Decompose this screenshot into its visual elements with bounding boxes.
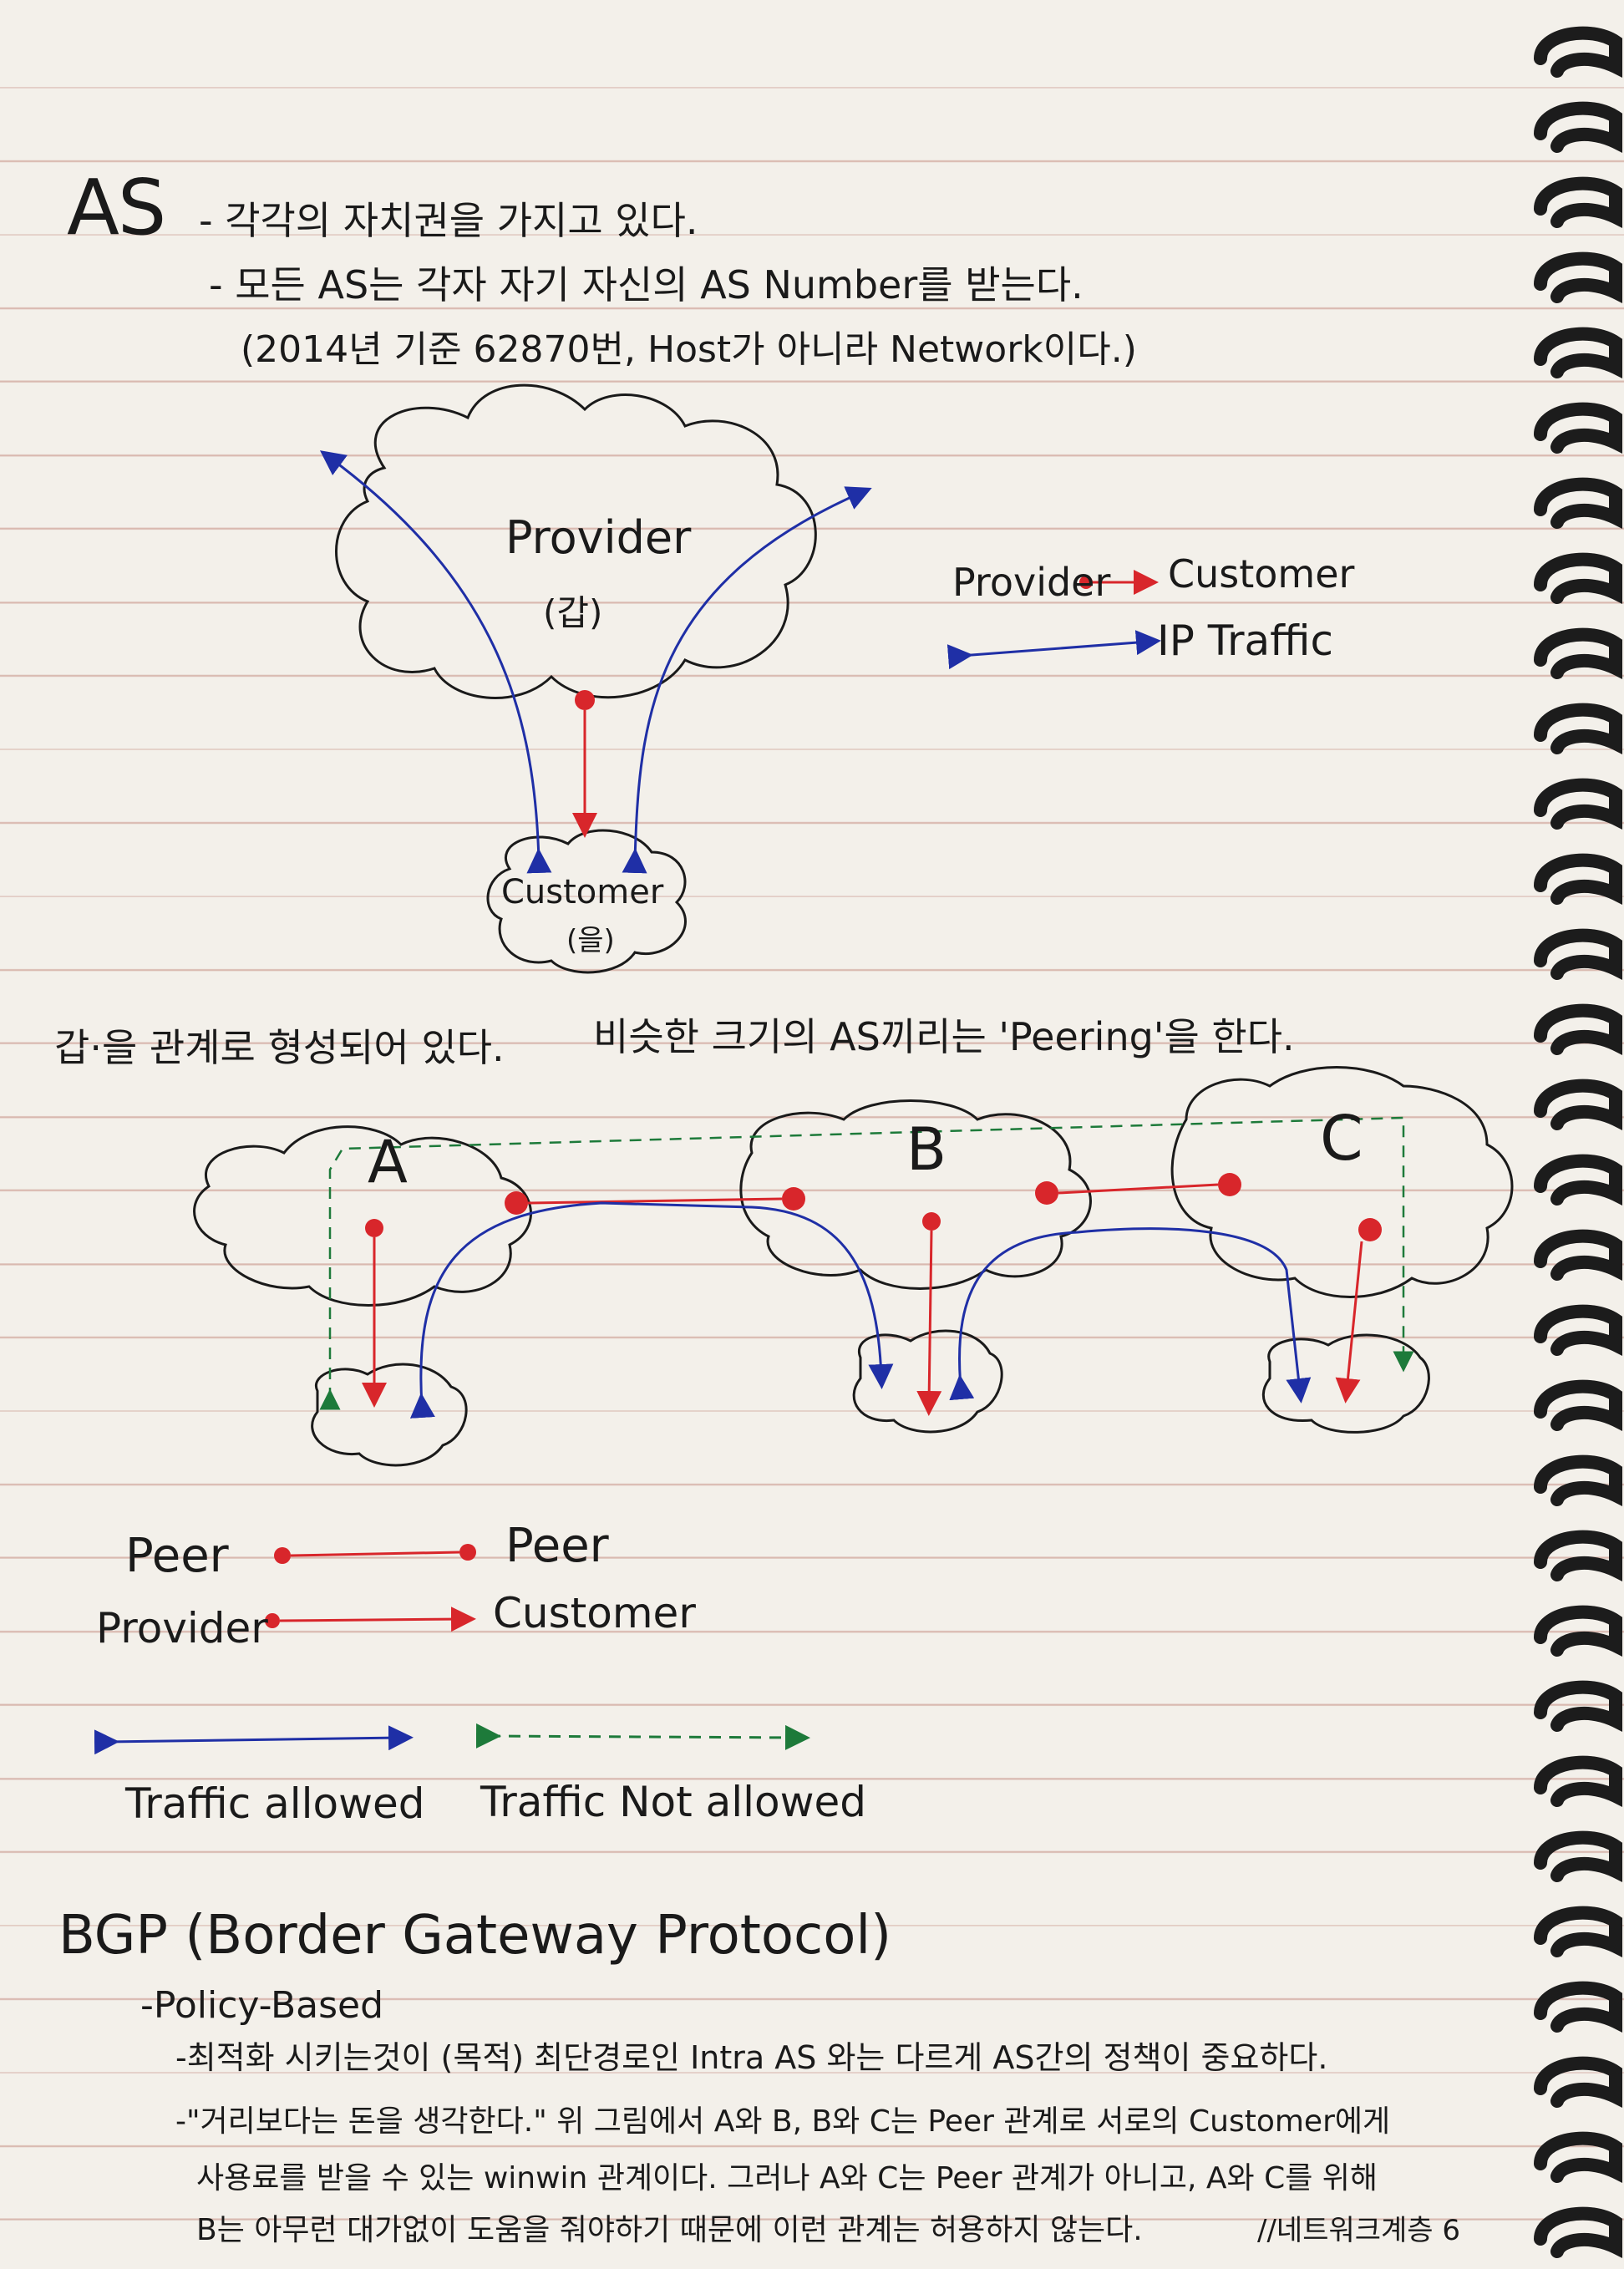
spiral-binding <box>1534 26 1622 2258</box>
customer-cloud-c <box>1261 1333 1430 1434</box>
bgp-line-3: 사용료를 받을 수 있는 winwin 관계이다. 그러나 A와 C는 Peer… <box>196 2161 1378 2195</box>
binding-ring <box>1534 1454 1622 1506</box>
blue-traffic-ab <box>409 1201 894 1419</box>
binding-ring <box>1534 402 1622 454</box>
binding-ring <box>1534 1154 1622 1206</box>
customer-cloud-a <box>311 1363 468 1467</box>
legend-peer-line <box>290 1551 460 1557</box>
binding-ring <box>1534 627 1622 679</box>
binding-ring <box>1534 477 1622 529</box>
legend-customer: Customer <box>493 1589 696 1637</box>
bgp-heading: BGP (Border Gateway Protocol) <box>58 1905 892 1967</box>
bgp-line-1: -최적화 시키는것이 (목적) 최단경로인 Intra AS 와는 다르게 AS… <box>175 2039 1328 2076</box>
legend-ip-traffic-line <box>946 630 1161 670</box>
legend-provider-customer-line <box>279 1607 476 1632</box>
bgp-subheading: -Policy-Based <box>140 1984 384 2027</box>
bgp-line-2: -"거리보다는 돈을 생각한다." 위 그림에서 A와 B, B와 C는 Pee… <box>175 2104 1391 2139</box>
as-heading: AS <box>67 163 166 252</box>
as-line-1: - 각각의 자치권을 가지고 있다. <box>199 198 698 243</box>
binding-ring <box>1534 251 1622 303</box>
customer-label: Customer <box>501 873 664 911</box>
provider-sub-label: (갑) <box>543 592 603 633</box>
peer-link-ab <box>527 1197 783 1205</box>
binding-ring <box>1534 853 1622 905</box>
provider-dot <box>575 690 595 710</box>
traffic-line-left <box>319 450 552 874</box>
legend-customer-label: Customer <box>1168 551 1355 596</box>
binding-ring <box>1534 101 1622 153</box>
binding-ring <box>1534 1379 1622 1431</box>
legend-traffic-allowed: Traffic allowed <box>125 1779 425 1828</box>
binding-ring <box>1534 1906 1622 1957</box>
binding-ring <box>1534 1830 1622 1882</box>
binding-ring <box>1534 26 1622 78</box>
customer-cloud-b <box>852 1329 1003 1434</box>
legend-provider: Provider <box>96 1604 268 1652</box>
binding-ring <box>1534 1981 1622 2033</box>
cloud-b <box>739 1099 1092 1290</box>
traffic-line-right <box>622 486 872 874</box>
cloud-a <box>193 1125 532 1307</box>
binding-ring <box>1534 1229 1622 1281</box>
legend-traffic-not-allowed: Traffic Not allowed <box>480 1778 867 1826</box>
legend-traffic-allowed-line <box>94 1725 414 1755</box>
node-c-label: C <box>1320 1103 1363 1175</box>
node-b-label: B <box>906 1115 947 1184</box>
binding-ring <box>1534 1003 1622 1055</box>
as-line-2: - 모든 AS는 각자 자기 자신의 AS Number를 받는다. <box>209 262 1084 307</box>
binding-ring <box>1534 2056 1622 2108</box>
relationship-note: 갑·을 관계로 형성되어 있다. <box>54 1025 505 1070</box>
binding-ring <box>1534 1304 1622 1356</box>
binding-ring <box>1534 2131 1622 2183</box>
node-a-label: A <box>368 1128 408 1196</box>
customer-sub-label: (을) <box>566 924 615 957</box>
legend-peer-right: Peer <box>505 1519 609 1573</box>
as-line-3: (2014년 기준 62870번, Host가 아니라 Network이다.) <box>241 328 1137 371</box>
binding-ring <box>1534 2206 1622 2258</box>
binding-ring <box>1534 928 1622 980</box>
binding-ring <box>1534 327 1622 378</box>
legend-provider-label: Provider <box>952 560 1111 605</box>
legend-peer-left: Peer <box>125 1529 229 1583</box>
note-tag: //네트워크계층 6 <box>1257 2214 1461 2247</box>
blue-traffic-bc <box>949 1227 1312 1404</box>
legend-traffic-not-allowed-line <box>475 1723 810 1750</box>
customer-cloud <box>486 829 687 974</box>
binding-ring <box>1534 176 1622 228</box>
peer-link-bc <box>1058 1183 1219 1195</box>
cloud-c <box>1170 1066 1514 1298</box>
binding-ring <box>1534 1530 1622 1581</box>
binding-ring <box>1534 552 1622 604</box>
binding-ring <box>1534 778 1622 830</box>
legend-ip-traffic-label: IP Traffic <box>1157 617 1334 665</box>
binding-ring <box>1534 703 1622 754</box>
binding-ring <box>1534 1079 1622 1130</box>
provider-label: Provider <box>505 511 692 564</box>
bgp-line-4: B는 아무런 대가없이 도움을 줘야하기 때문에 이런 관계는 허용하지 않는다… <box>196 2213 1143 2247</box>
binding-ring <box>1534 1605 1622 1657</box>
binding-ring <box>1534 1680 1622 1732</box>
binding-ring <box>1534 1755 1622 1807</box>
peering-note: 비슷한 크기의 AS끼리는 'Peering'을 한다. <box>593 1014 1295 1059</box>
